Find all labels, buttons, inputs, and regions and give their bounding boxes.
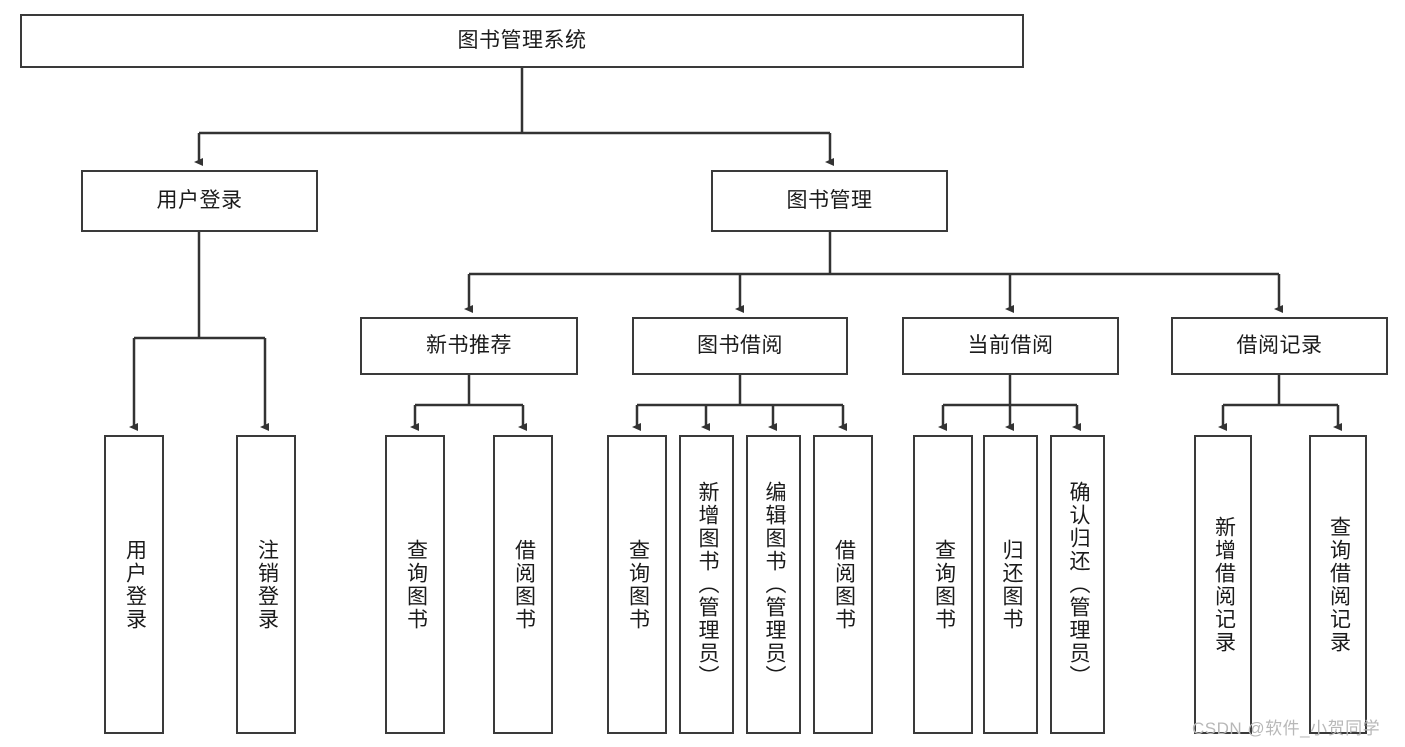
node-leaf-query-book-1[interactable]: 查询图书 (385, 435, 445, 734)
watermark-text: CSDN @软件_小贺同学 (1192, 719, 1381, 738)
node-leaf-edit-book-label: 编辑图书（管理员） (762, 481, 786, 688)
node-leaf-add-record[interactable]: 新增借阅记录 (1194, 435, 1252, 734)
node-book-management-label: 图书管理 (786, 188, 873, 212)
node-book-management[interactable]: 图书管理 (711, 170, 948, 232)
node-leaf-logout-label: 注销登录 (255, 538, 279, 631)
node-user-login-label: 用户登录 (156, 188, 243, 212)
node-leaf-user-login-label: 用户登录 (123, 538, 147, 631)
node-leaf-add-record-label: 新增借阅记录 (1212, 515, 1236, 654)
node-leaf-borrow-book-2-label: 借阅图书 (832, 538, 856, 631)
node-root[interactable]: 图书管理系统 (20, 14, 1024, 68)
node-leaf-query-record[interactable]: 查询借阅记录 (1309, 435, 1367, 734)
node-leaf-user-login[interactable]: 用户登录 (104, 435, 164, 734)
node-leaf-add-book-label: 新增图书（管理员） (695, 481, 719, 688)
node-book-borrow-label: 图书借阅 (697, 333, 783, 357)
node-leaf-query-book-3-label: 查询图书 (932, 538, 956, 631)
node-leaf-query-record-label: 查询借阅记录 (1327, 515, 1351, 654)
node-leaf-add-book[interactable]: 新增图书（管理员） (679, 435, 734, 734)
node-leaf-borrow-book-1[interactable]: 借阅图书 (493, 435, 553, 734)
node-new-book-recommend-label: 新书推荐 (426, 333, 512, 357)
node-root-label: 图书管理系统 (457, 28, 587, 52)
node-new-book-recommend[interactable]: 新书推荐 (360, 317, 578, 375)
node-current-borrow-label: 当前借阅 (967, 333, 1054, 357)
node-leaf-return-book-label: 归还图书 (999, 538, 1023, 631)
node-leaf-borrow-book-1-label: 借阅图书 (512, 538, 536, 631)
node-leaf-return-book[interactable]: 归还图书 (983, 435, 1038, 734)
node-book-borrow[interactable]: 图书借阅 (632, 317, 848, 375)
node-leaf-query-book-2[interactable]: 查询图书 (607, 435, 667, 734)
node-user-login[interactable]: 用户登录 (81, 170, 318, 232)
node-leaf-confirm-return[interactable]: 确认归还（管理员） (1050, 435, 1105, 734)
node-borrow-record-label: 借阅记录 (1236, 333, 1323, 357)
node-leaf-edit-book[interactable]: 编辑图书（管理员） (746, 435, 801, 734)
node-leaf-query-book-2-label: 查询图书 (626, 538, 650, 631)
node-leaf-confirm-return-label: 确认归还（管理员） (1066, 481, 1090, 688)
node-current-borrow[interactable]: 当前借阅 (902, 317, 1119, 375)
node-leaf-query-book-1-label: 查询图书 (404, 538, 428, 631)
node-leaf-query-book-3[interactable]: 查询图书 (913, 435, 973, 734)
node-leaf-borrow-book-2[interactable]: 借阅图书 (813, 435, 873, 734)
node-leaf-logout[interactable]: 注销登录 (236, 435, 296, 734)
node-borrow-record[interactable]: 借阅记录 (1171, 317, 1388, 375)
